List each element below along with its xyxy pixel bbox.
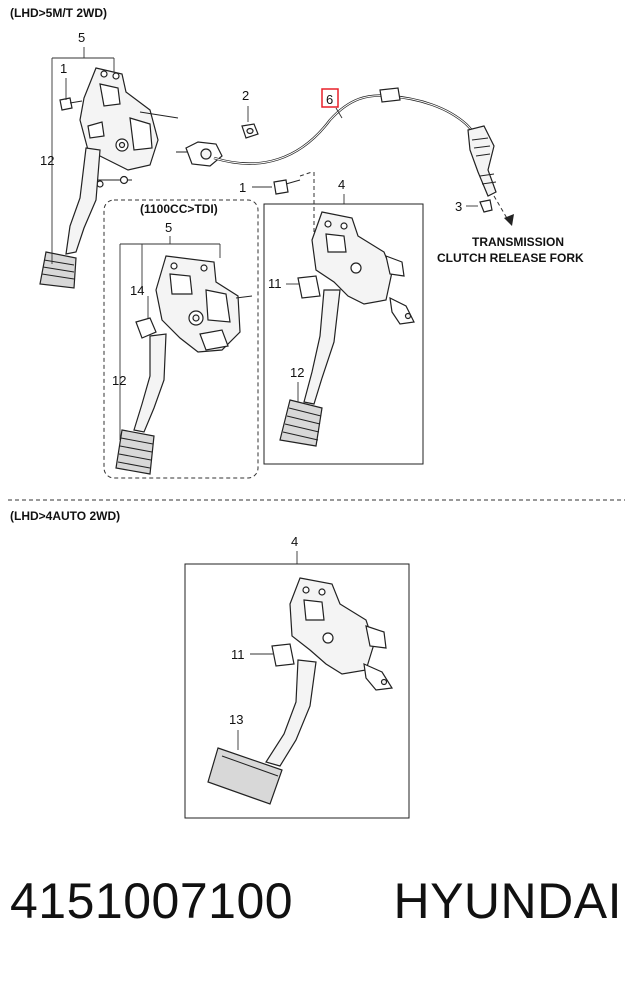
callout-5-top: 5 <box>78 30 85 45</box>
callout-11-bottom: 11 <box>231 647 245 662</box>
transmission-label: TRANSMISSION <box>472 235 564 249</box>
callout-11-mid: 11 <box>268 276 282 291</box>
clutch-pedal-assembly-manual <box>39 67 179 289</box>
callout-12-mid: 12 <box>290 365 304 380</box>
clip-3 <box>479 199 493 213</box>
clutch-release-fork-label: CLUTCH RELEASE FORK <box>437 251 584 265</box>
callout-4-bottom: 4 <box>291 534 298 549</box>
cable-clamp <box>379 87 401 103</box>
callout-1-mid: 1 <box>239 180 246 195</box>
footer: 4151007100 HYUNDAI <box>10 872 622 952</box>
arrow-to-fork-icon <box>504 214 514 226</box>
brand-name: HYUNDAI <box>393 873 622 929</box>
callout-6: 6 <box>326 92 333 107</box>
callout-1-top: 1 <box>60 61 67 76</box>
callout-3: 3 <box>455 199 462 214</box>
pedal-box-part-4-bottom <box>184 563 410 819</box>
header-1100cc-tdi: (1100CC>TDI) <box>140 202 218 216</box>
callout-5-inset: 5 <box>165 220 172 235</box>
callout-2: 2 <box>242 88 249 103</box>
callout-12-inset: 12 <box>112 373 126 388</box>
cable-end-fitting <box>467 125 497 197</box>
callout-13: 13 <box>229 712 243 727</box>
header-lhd-5mt-2wd: (LHD>5M/T 2WD) <box>10 6 107 20</box>
callout-14: 14 <box>130 283 144 298</box>
bolt-1-mid <box>273 179 289 195</box>
callout-12-top: 12 <box>40 153 54 168</box>
part-number: 4151007100 <box>10 873 294 929</box>
callout-4-mid: 4 <box>338 177 345 192</box>
pedal-box-part-4-mid <box>263 203 424 465</box>
clutch-pedal-part-4-mid <box>279 211 415 447</box>
inset-box-1100cc-tdi <box>103 199 259 479</box>
callout-6-highlight <box>321 88 339 108</box>
brake-pedal-part-4-bottom <box>207 577 394 805</box>
clutch-pedal-assembly-tdi <box>115 255 253 475</box>
header-lhd-4auto-2wd: (LHD>4AUTO 2WD) <box>10 509 120 523</box>
